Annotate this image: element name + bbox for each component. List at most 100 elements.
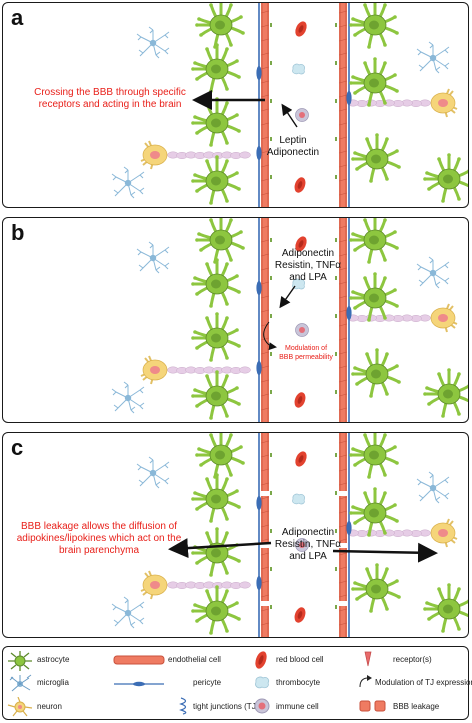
leak-gap xyxy=(260,491,270,496)
neuron-icon xyxy=(7,697,33,717)
agent-adiponectin: Adiponectin xyxy=(281,527,335,538)
receptor xyxy=(270,276,272,280)
microglia xyxy=(416,256,450,289)
receptor xyxy=(270,529,272,533)
immune-cell xyxy=(295,323,309,337)
astrocyte xyxy=(351,348,401,398)
astrocyte xyxy=(349,218,399,264)
panel-a: a Crossing the BBB through specific rece… xyxy=(2,2,469,208)
scene-group xyxy=(111,3,468,207)
agent-leptin: Leptin xyxy=(279,135,307,146)
panel-a-caption: Crossing the BBB through specific recept… xyxy=(25,87,195,111)
caption-line: brain parenchyma xyxy=(58,545,140,556)
legend-label: neuron xyxy=(37,702,62,711)
receptor xyxy=(270,567,272,571)
tight-junction-icon xyxy=(179,697,187,715)
panel-label-a: a xyxy=(11,5,24,30)
thrombocyte xyxy=(292,278,305,290)
endothelial-wall xyxy=(260,218,270,422)
microglia-icon xyxy=(9,674,32,692)
astrocyte xyxy=(191,527,241,577)
leak-gap xyxy=(338,543,348,548)
panel-a-agents: Leptin Adiponectin xyxy=(261,135,325,159)
astrocyte xyxy=(195,3,245,49)
legend-label: astrocyte xyxy=(37,655,70,664)
panel-c: c BBB leakage allows the diffusion of ad… xyxy=(2,432,469,638)
red-blood-cell xyxy=(294,607,306,623)
microglia xyxy=(136,456,170,489)
receptor xyxy=(270,453,272,457)
receptor xyxy=(335,453,337,457)
red-blood-cell xyxy=(295,451,307,467)
legend: astrocyte endothelial cell red blood cel… xyxy=(2,646,472,720)
bbb-scene-b xyxy=(111,218,468,422)
microglia xyxy=(111,381,145,414)
caption-line: adipokines/lipokines which act on the xyxy=(16,533,182,544)
receptor xyxy=(335,99,337,103)
panel-c-agents: Adiponectin Resistin, TNFα and LPA xyxy=(271,527,345,563)
endothelial-cell-icon xyxy=(113,655,165,665)
receptor xyxy=(335,390,337,394)
endothelial-wall xyxy=(338,218,348,422)
modulation-line: Modulation of xyxy=(284,345,328,352)
astrocyte-icon xyxy=(8,651,32,671)
leak-gap xyxy=(338,491,348,496)
receptor xyxy=(270,314,272,318)
receptor xyxy=(270,238,272,242)
neuron xyxy=(140,570,251,600)
scene-group xyxy=(111,433,468,637)
panel-b: b Adiponectin Resistin, TNFα and LPA Mod… xyxy=(2,217,469,423)
astrocyte xyxy=(195,433,245,479)
receptor xyxy=(270,605,272,609)
microglia xyxy=(416,41,450,74)
receptor xyxy=(335,529,337,533)
microglia xyxy=(111,596,145,629)
pericyte xyxy=(256,3,262,207)
receptor xyxy=(270,23,272,27)
astrocyte xyxy=(349,3,399,49)
red-blood-cell xyxy=(295,21,307,37)
bbb-leakage-icon xyxy=(359,700,386,712)
modulation-label: Modulation of BBB permeability xyxy=(273,344,339,362)
pericyte xyxy=(346,433,352,637)
receptor xyxy=(270,352,272,356)
leak-gap xyxy=(260,601,270,606)
bbb-scene-c xyxy=(111,433,468,637)
receptor xyxy=(335,276,337,280)
microglia xyxy=(136,26,170,59)
receptor-icon xyxy=(364,651,372,667)
legend-label: tight junctions (TJ) xyxy=(193,702,259,711)
astrocyte xyxy=(191,370,241,420)
receptor xyxy=(335,137,337,141)
astrocyte xyxy=(423,153,468,203)
receptor xyxy=(270,491,272,495)
neuron xyxy=(347,518,458,548)
leak-gap xyxy=(260,543,270,548)
astrocyte xyxy=(349,57,399,107)
receptor xyxy=(335,175,337,179)
agent-resistin-tnfa: Resistin, TNFα xyxy=(274,260,342,271)
astrocyte xyxy=(191,258,241,308)
receptor xyxy=(335,23,337,27)
thrombocyte-icon xyxy=(255,676,270,689)
panel-b-agents: Adiponectin Resistin, TNFα and LPA xyxy=(271,248,345,284)
pericyte xyxy=(256,433,262,637)
pericyte xyxy=(346,3,352,207)
microglia xyxy=(136,241,170,274)
endothelial-wall xyxy=(338,433,348,637)
endothelial-wall xyxy=(260,3,270,207)
caption-line: Crossing the BBB through specific xyxy=(34,87,186,98)
astrocyte xyxy=(351,133,401,183)
astrocyte xyxy=(195,218,245,264)
caption-line: BBB leakage allows the diffusion of xyxy=(20,521,178,532)
receptor xyxy=(335,352,337,356)
agent-adiponectin: Adiponectin xyxy=(266,147,320,158)
thrombocyte xyxy=(292,493,305,505)
caption-line: receptors and acting in the brain xyxy=(38,99,182,110)
immune-cell xyxy=(295,538,309,552)
receptor xyxy=(335,314,337,318)
panel-label-c: c xyxy=(11,435,24,460)
legend-label: microglia xyxy=(37,678,70,687)
legend-label: thrombocyte xyxy=(276,678,321,687)
neuron xyxy=(140,355,251,385)
